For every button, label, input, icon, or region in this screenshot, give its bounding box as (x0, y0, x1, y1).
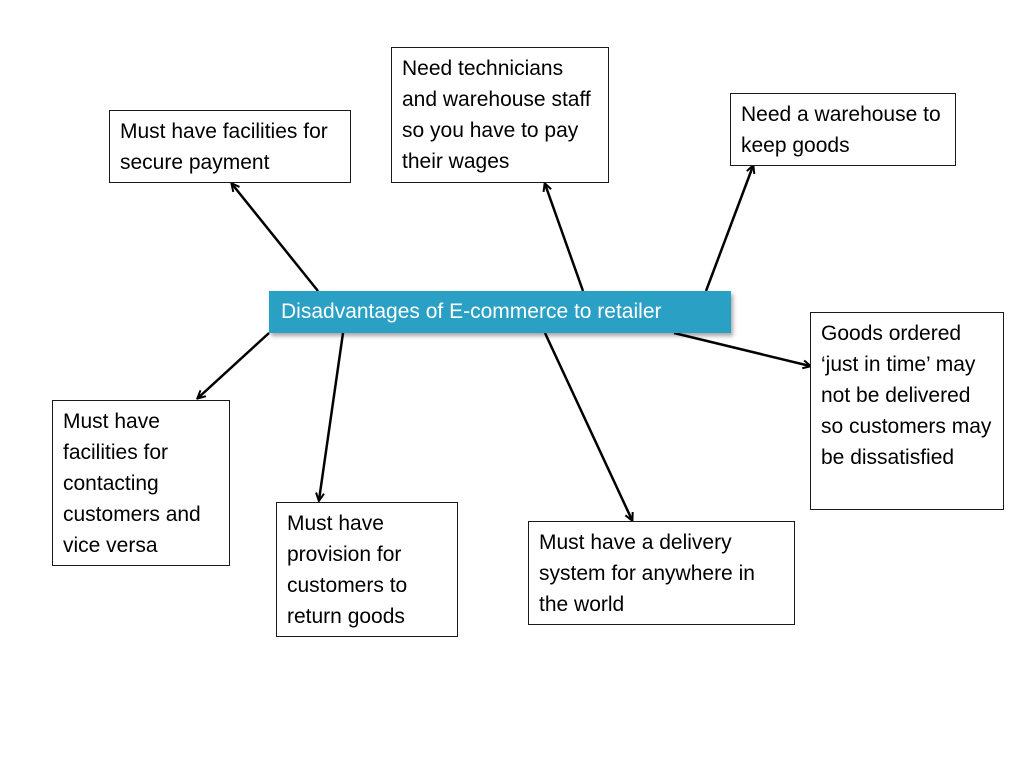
central-topic: Disadvantages of E-commerce to retailer (269, 291, 731, 333)
node-delivery: Must have a delivery system for anywhere… (528, 521, 795, 625)
arrow-to-return-goods (319, 332, 345, 500)
arrow-to-contacting (198, 332, 270, 398)
node-warehouse: Need a warehouse to keep goods (730, 93, 956, 166)
node-contacting: Must have facilities for contacting cust… (52, 400, 230, 566)
node-return-goods: Must have provision for customers to ret… (276, 502, 458, 637)
arrow-to-just-in-time (673, 331, 810, 366)
node-technicians: Need technicians and warehouse staff so … (391, 47, 609, 183)
arrow-to-delivery (543, 332, 632, 520)
arrow-to-secure-payment (232, 184, 319, 292)
node-secure-payment: Must have facilities for secure payment (109, 110, 351, 183)
arrow-to-warehouse (704, 166, 753, 292)
node-just-in-time: Goods ordered ‘just in time’ may not be … (810, 312, 1004, 510)
arrow-to-technicians (545, 184, 585, 292)
